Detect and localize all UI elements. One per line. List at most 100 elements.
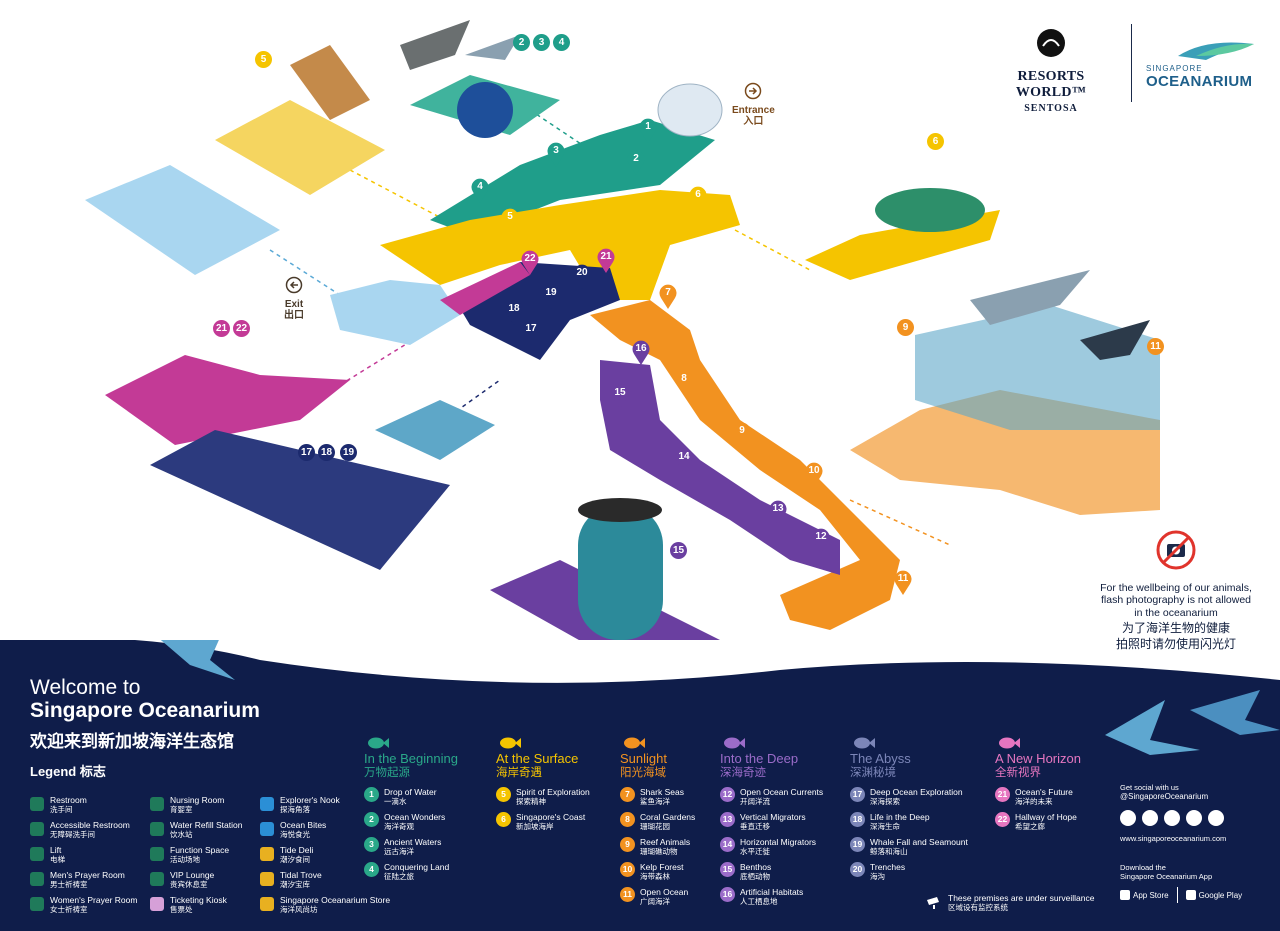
eagle-ray-right-icon	[1190, 690, 1280, 735]
exhibit-name-zh: 开阔洋流	[740, 797, 770, 806]
facility-icon	[30, 897, 44, 911]
linkedin-icon[interactable]	[1208, 810, 1224, 826]
exhibit-number: 11	[620, 887, 635, 902]
exhibit-pin[interactable]: 14	[674, 448, 694, 474]
exhibit-badge[interactable]: 3	[533, 34, 550, 51]
exit-label[interactable]: Exit 出口	[284, 276, 304, 321]
entrance-label[interactable]: Entrance 入口	[732, 82, 775, 127]
exhibit-number: 20	[850, 862, 865, 877]
exhibit-name-zh: 人工栖息地	[740, 897, 778, 906]
facility-name-zh: 售票处	[170, 905, 193, 914]
google-play-badge[interactable]: Google Play	[1185, 890, 1242, 900]
facility-name-zh: 海洋风尚坊	[280, 905, 318, 914]
exhibit-pin[interactable]: 1	[638, 118, 658, 144]
map-pin-icon	[597, 248, 615, 273]
exhibit-pin[interactable]: 5	[500, 208, 520, 234]
exhibit-pin[interactable]: 13	[768, 500, 788, 526]
facility-name: Nursing Room	[170, 795, 225, 805]
exhibit-pin-number: 2	[633, 153, 639, 164]
download-heading: Download the Singapore Oceanarium App	[1120, 863, 1270, 881]
exhibit-number: 19	[850, 837, 865, 852]
exhibit-badge[interactable]: 15	[670, 542, 687, 559]
exhibit-pin-number: 14	[678, 451, 690, 462]
map-pin-icon	[505, 300, 523, 325]
benthos-cylinder-tank	[578, 505, 663, 640]
facility-name: Ocean Bites	[280, 820, 327, 830]
exhibit-badge[interactable]: 17	[298, 444, 315, 461]
exhibit-badge[interactable]: 2	[513, 34, 530, 51]
tiktok-icon[interactable]	[1164, 810, 1180, 826]
map-pin-icon	[501, 208, 519, 233]
exhibit-badge[interactable]: 18	[318, 444, 335, 461]
instagram-icon[interactable]	[1142, 810, 1158, 826]
exhibit-pin[interactable]: 9	[732, 422, 752, 448]
zone-path-new-horizon	[440, 262, 530, 315]
exhibit-pin[interactable]: 7	[658, 284, 678, 310]
exhibit-pin[interactable]: 21	[596, 248, 616, 274]
exhibit-pin[interactable]: 11	[893, 570, 913, 596]
exhibit-badge[interactable]: 9	[897, 319, 914, 336]
exhibit-pin[interactable]: 8	[674, 370, 694, 396]
exhibit-pin[interactable]: 17	[521, 320, 541, 346]
zone-path-in-the-beginning	[430, 120, 715, 235]
exhibit-badge[interactable]: 5	[255, 51, 272, 68]
exhibit-name: Deep Ocean Exploration	[870, 787, 963, 797]
surveillance-zh: 区域设有监控系统	[948, 903, 1008, 912]
exhibit-name-zh: 广阔海洋	[640, 897, 670, 906]
exhibit-badge[interactable]: 4	[553, 34, 570, 51]
exhibit-name: Benthos	[740, 862, 772, 872]
exhibit-badge[interactable]: 21	[213, 320, 230, 337]
welcome-line-3: 欢迎来到新加坡海洋生态馆	[30, 732, 234, 751]
exhibit-pin[interactable]: 16	[631, 340, 651, 366]
resorts-world-wordmark: RESORTS WORLD™	[1015, 69, 1087, 100]
youtube-icon[interactable]	[1186, 810, 1202, 826]
exhibit-pin-number: 9	[739, 425, 745, 436]
entrance-text: Entrance	[732, 105, 775, 116]
zone-path-sunlight	[590, 300, 900, 630]
facility-icon	[30, 872, 44, 886]
exhibit-pin[interactable]: 22	[520, 250, 540, 276]
exhibit-name-zh: 垂直迁移	[740, 822, 770, 831]
social-handle[interactable]: @SingaporeOceanarium	[1120, 792, 1209, 801]
exhibit-pin[interactable]: 20	[572, 264, 592, 290]
map-pin-icon	[805, 462, 823, 487]
exhibit-pin[interactable]: 2	[626, 150, 646, 176]
exhibit-pin[interactable]: 19	[541, 284, 561, 310]
oceanarium-map	[85, 20, 1160, 640]
exhibit-pin[interactable]: 15	[610, 384, 630, 410]
exhibit-pin[interactable]: 3	[546, 142, 566, 168]
exhibit-badge[interactable]: 22	[233, 320, 250, 337]
exhibit-pin[interactable]: 6	[688, 186, 708, 212]
exhibit-badge[interactable]: 19	[340, 444, 357, 461]
facility-name-zh: 育婴室	[170, 805, 193, 814]
exhibit-pin[interactable]: 12	[811, 528, 831, 554]
facebook-icon[interactable]	[1120, 810, 1136, 826]
exhibit-pin-number: 8	[681, 373, 687, 384]
map-pin-icon	[547, 142, 565, 167]
exhibit-name: Whale Fall and Seamount	[870, 837, 968, 847]
exhibit-pin[interactable]: 18	[504, 300, 524, 326]
exhibit-badge[interactable]: 6	[927, 133, 944, 150]
exhibit-pin[interactable]: 4	[470, 178, 490, 204]
exhibit-pin[interactable]: 10	[804, 462, 824, 488]
exhibit-name: Hallway of Hope	[1015, 812, 1077, 822]
exhibit-badge[interactable]: 11	[1147, 338, 1164, 355]
map-pin-icon	[639, 118, 657, 143]
exit-text: Exit	[284, 299, 304, 310]
exit-arrow-icon	[285, 276, 303, 294]
exhibit-name: Horizontal Migrators	[740, 837, 817, 847]
app-store-badge[interactable]: App Store	[1120, 890, 1169, 900]
website-link[interactable]: www.singaporeoceanarium.com	[1120, 834, 1227, 843]
